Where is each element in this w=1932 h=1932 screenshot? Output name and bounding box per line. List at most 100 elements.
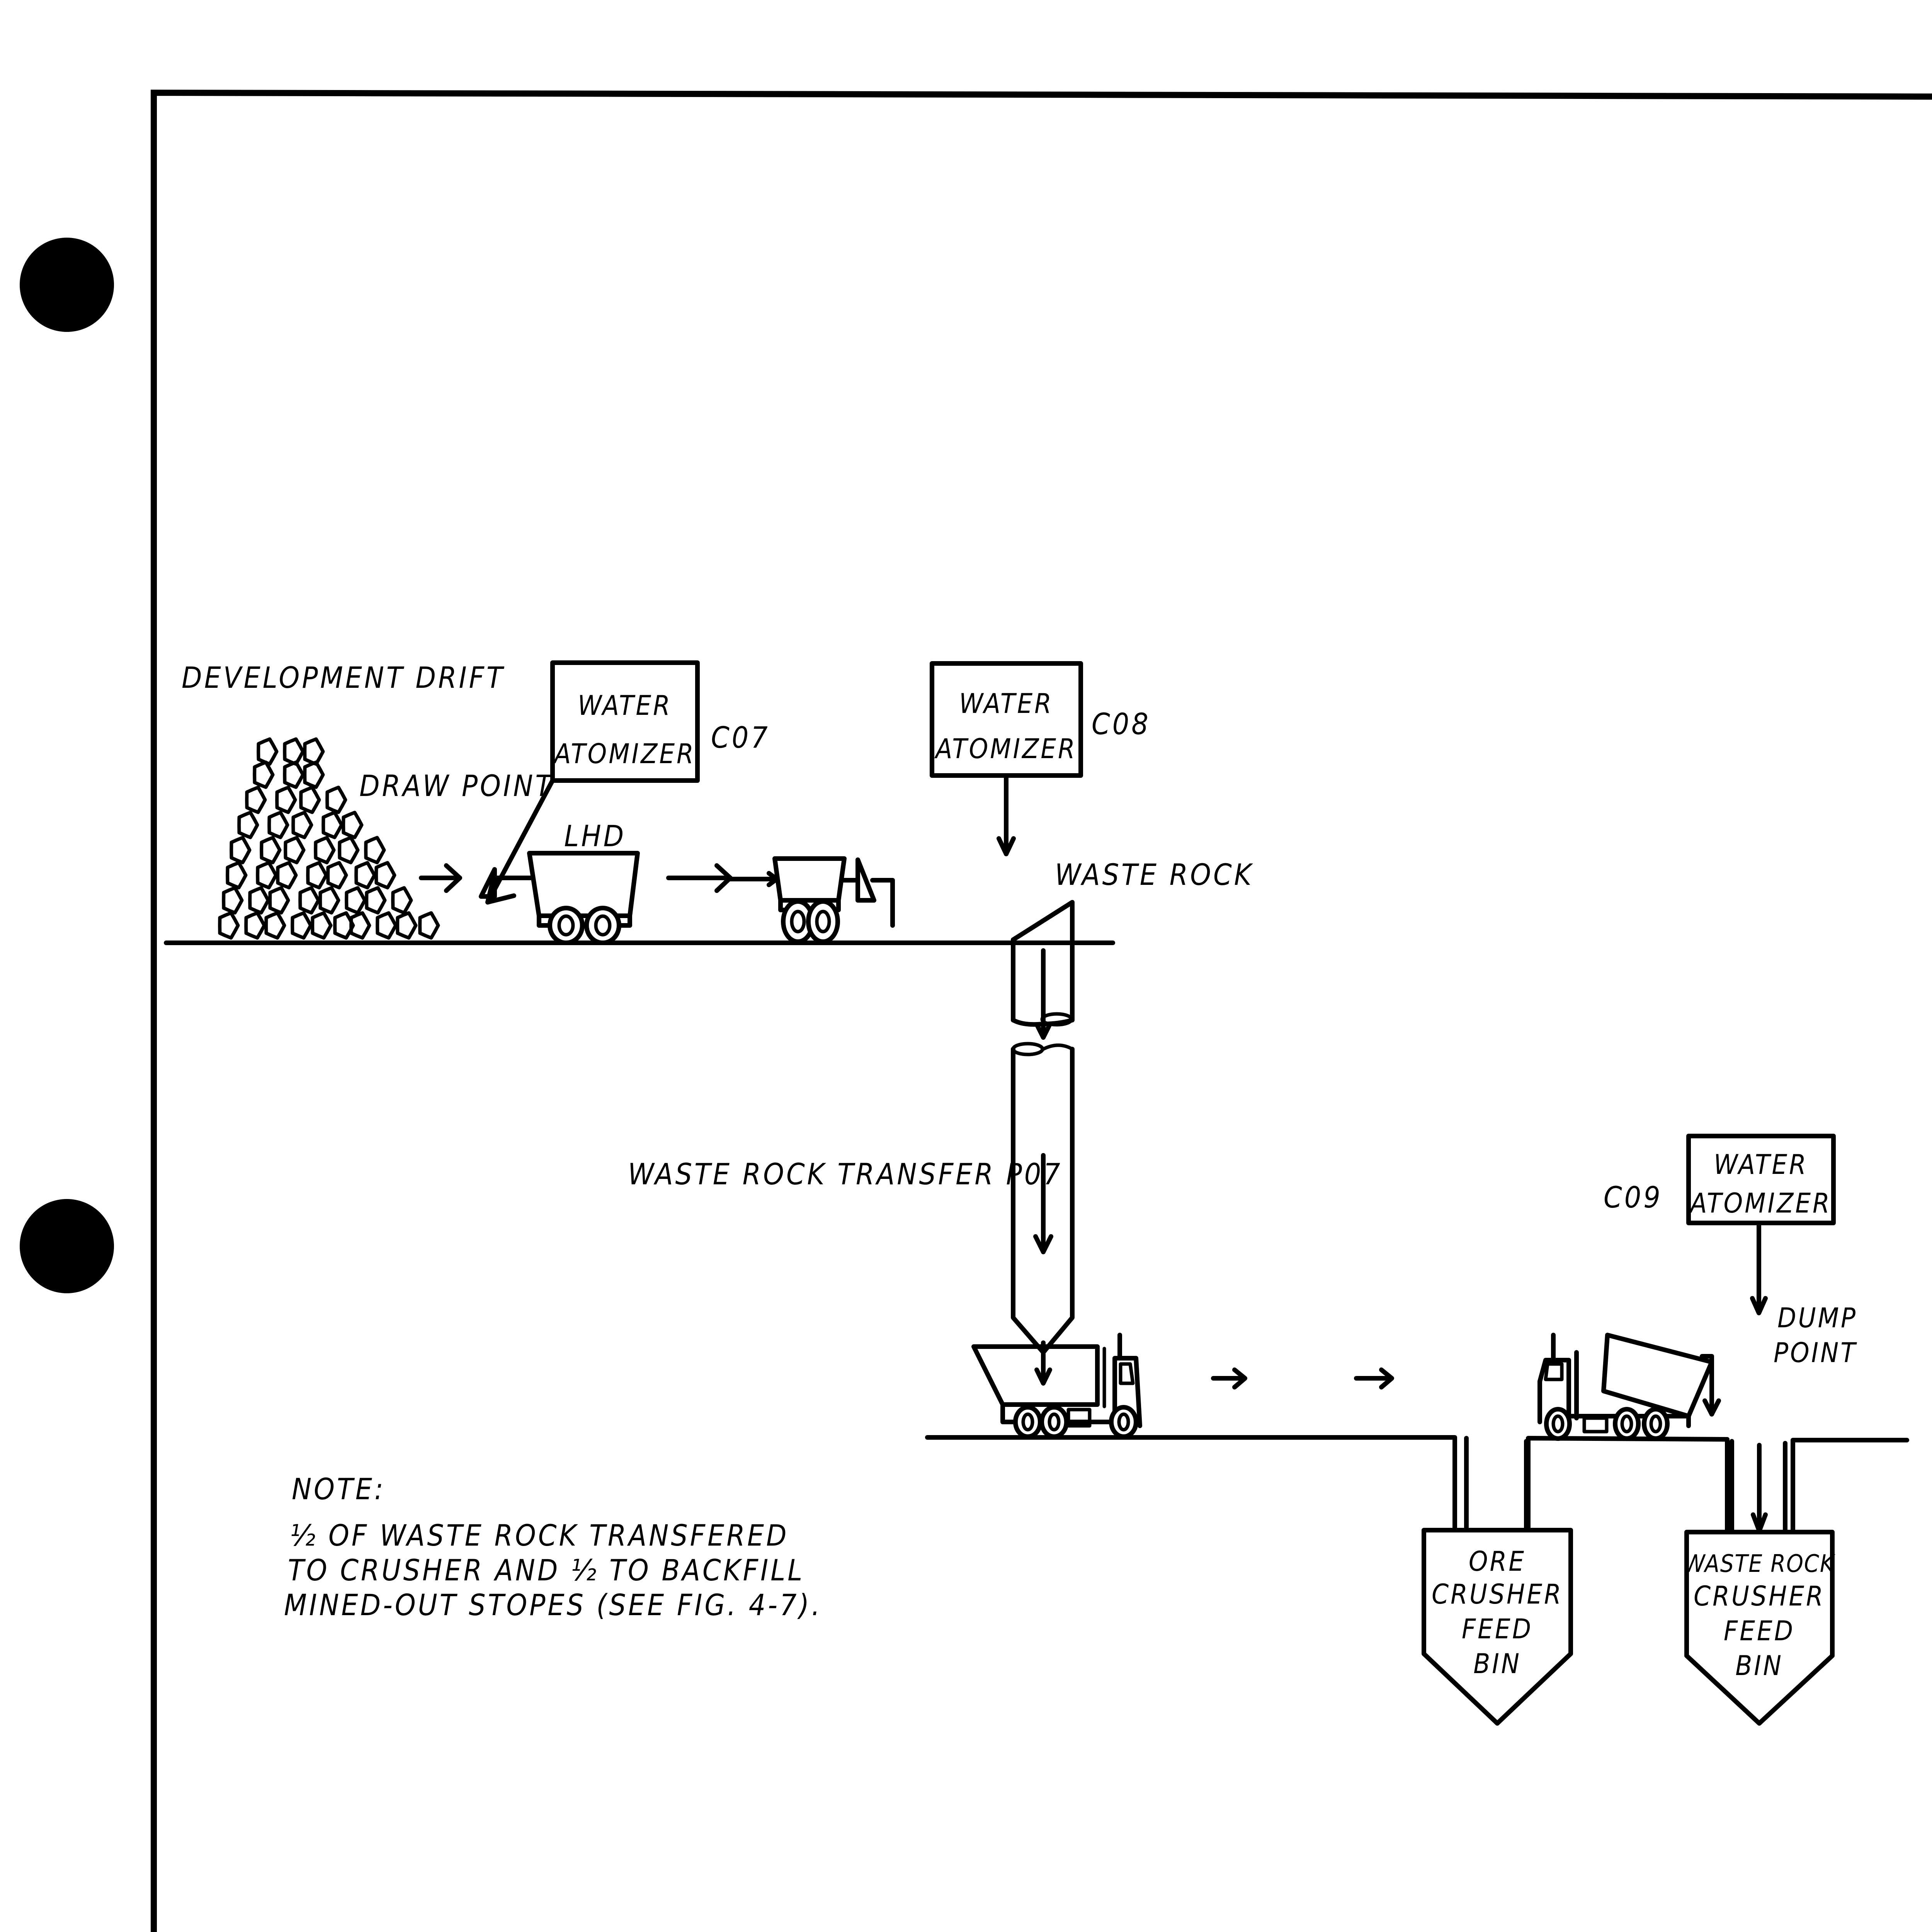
lhd-bucket-icon: [479, 867, 497, 899]
rock-icon: [365, 886, 387, 915]
atomizer-line2: ATOMIZER: [553, 738, 696, 770]
rock-icon: [391, 886, 413, 915]
wheel-icon: [1117, 1412, 1130, 1432]
rock-icon: [376, 911, 398, 940]
bin-outline: [1422, 1528, 1573, 1726]
truck-chassis: [1566, 1414, 1691, 1428]
rock-icon: [349, 911, 371, 940]
arrow-head-icon: [1034, 1367, 1052, 1386]
wheel-icon: [815, 910, 831, 934]
bin-line: CRUSHER: [1432, 1578, 1563, 1610]
wheel-icon: [1613, 1407, 1641, 1441]
water-atomizer-c09: C09 WATER ATOMIZER DUMP POINT: [1604, 1134, 1857, 1369]
note-line: ½ OF WASTE ROCK TRANSFERED: [290, 1518, 789, 1553]
waste-rock-crusher-feed-bin: WASTE ROCK CRUSHER FEED BIN: [1684, 1443, 1836, 1726]
ore-crusher-feed-bin: ORE CRUSHER FEED BIN: [1422, 1528, 1573, 1726]
rock-icon: [256, 861, 278, 889]
rock-icon: [222, 886, 244, 915]
bin-line: FEED: [1724, 1615, 1795, 1647]
truck-tank: [1066, 1408, 1092, 1428]
rock-icon: [364, 836, 386, 864]
atomizer-id: C08: [1092, 707, 1151, 741]
rock-pile-icon: [218, 737, 440, 940]
lhd-flow: [419, 863, 779, 893]
rock-icon: [342, 811, 364, 839]
bin-line: CRUSHER: [1694, 1580, 1825, 1612]
rock-icon: [333, 911, 355, 940]
truck-tank: [1582, 1416, 1609, 1434]
atomizer-box: [550, 660, 700, 783]
atomizer-line1: WATER: [959, 688, 1053, 719]
label-waste-rock: WASTE ROCK: [1055, 857, 1254, 892]
rock-icon: [245, 786, 267, 814]
truck-cab: [1112, 1356, 1142, 1428]
pipe-top: [1041, 1043, 1074, 1051]
arrow-head-icon: [1751, 1512, 1768, 1533]
bin-line: BIN: [1735, 1650, 1783, 1682]
bin-line: ORE: [1469, 1546, 1526, 1577]
haul-truck-loading: [971, 1333, 1142, 1439]
rock-icon: [374, 861, 396, 889]
wheel-icon: [1544, 1407, 1572, 1441]
arrow-head-icon: [1379, 1367, 1394, 1389]
rock-icon: [276, 861, 298, 889]
atomizer-id: C09: [1604, 1180, 1663, 1214]
note-line: MINED-OUT STOPES (SEE FIG. 4-7).: [284, 1588, 822, 1622]
dump-flow: [1700, 1354, 1714, 1417]
wheel-icon: [557, 914, 575, 937]
rock-icon: [314, 836, 336, 864]
wheel-icon: [1048, 1412, 1061, 1432]
lhd-vehicle-2: [772, 856, 895, 944]
arrow-head-icon: [1702, 1398, 1721, 1417]
arrow-head-icon: [1232, 1367, 1247, 1389]
label-dump-point-2: POINT: [1774, 1337, 1857, 1369]
rock-icon: [298, 886, 320, 915]
lhd-bucket-icon: [855, 857, 876, 903]
rock-icon: [318, 886, 340, 915]
rock-icon: [275, 786, 297, 814]
rock-icon: [321, 811, 344, 839]
arrow-head-icon: [444, 863, 462, 893]
truck-dump-box: [1601, 1333, 1714, 1418]
haul-level-floor: [1791, 1438, 1909, 1532]
atomizer-line2: ATOMIZER: [1689, 1187, 1832, 1219]
truck-window: [1119, 1362, 1135, 1385]
note-heading: NOTE:: [292, 1472, 386, 1506]
rock-icon: [230, 836, 252, 864]
wheel-icon: [1620, 1414, 1633, 1434]
rock-icon: [218, 911, 240, 940]
rock-icon: [284, 836, 306, 864]
rock-icon: [326, 861, 348, 889]
rock-icon: [325, 786, 347, 814]
arrow-head-icon: [1033, 1234, 1053, 1254]
rock-icon: [345, 886, 367, 915]
haul-level-floor: [1526, 1436, 1730, 1532]
bin-line: FEED: [1462, 1613, 1533, 1645]
wheel-icon: [1551, 1414, 1565, 1434]
bin-line: BIN: [1473, 1648, 1521, 1680]
note: NOTE: ½ OF WASTE ROCK TRANSFERED TO CRUS…: [284, 1472, 822, 1622]
rock-icon: [226, 861, 248, 889]
wheel-icon: [548, 906, 585, 945]
rock-icon: [354, 861, 376, 889]
atomizer-id: C07: [711, 720, 770, 755]
rock-icon: [244, 911, 266, 940]
rock-icon: [291, 811, 313, 839]
waste-rock-chute: [1011, 900, 1075, 1355]
label-development-drift: DEVELOPMENT DRIFT: [182, 660, 505, 695]
rock-icon: [338, 836, 360, 864]
bin-line: WASTE ROCK: [1684, 1549, 1836, 1578]
binder-hole: [20, 238, 114, 332]
truck-cab: [1537, 1358, 1571, 1424]
atomizer-line2: ATOMIZER: [934, 733, 1077, 765]
rock-icon: [283, 737, 305, 766]
rock-icon: [418, 911, 440, 940]
wheel-icon: [790, 910, 806, 934]
wheel-icon: [1021, 1412, 1034, 1432]
wheel-icon: [806, 899, 840, 944]
rock-icon: [268, 886, 290, 915]
rock-icon: [396, 911, 418, 940]
rock-icon: [237, 811, 259, 839]
